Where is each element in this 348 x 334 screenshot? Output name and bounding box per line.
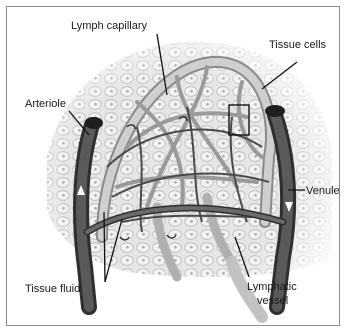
lymph-capillary-diagram: Lymph capillary Tissue cells Arteriole V… — [7, 7, 340, 326]
label-tissue-fluid: Tissue fluid — [25, 283, 80, 295]
label-lymphatic-vessel-line2: vessel — [257, 295, 288, 307]
diagram-frame: Lymph capillary Tissue cells Arteriole V… — [6, 6, 340, 326]
label-lymph-capillary: Lymph capillary — [71, 20, 148, 32]
label-venule: Venule — [306, 185, 340, 197]
label-tissue-cells: Tissue cells — [269, 39, 327, 51]
label-arteriole: Arteriole — [25, 98, 66, 110]
label-lymphatic-vessel-line1: Lymphatic — [247, 281, 297, 293]
